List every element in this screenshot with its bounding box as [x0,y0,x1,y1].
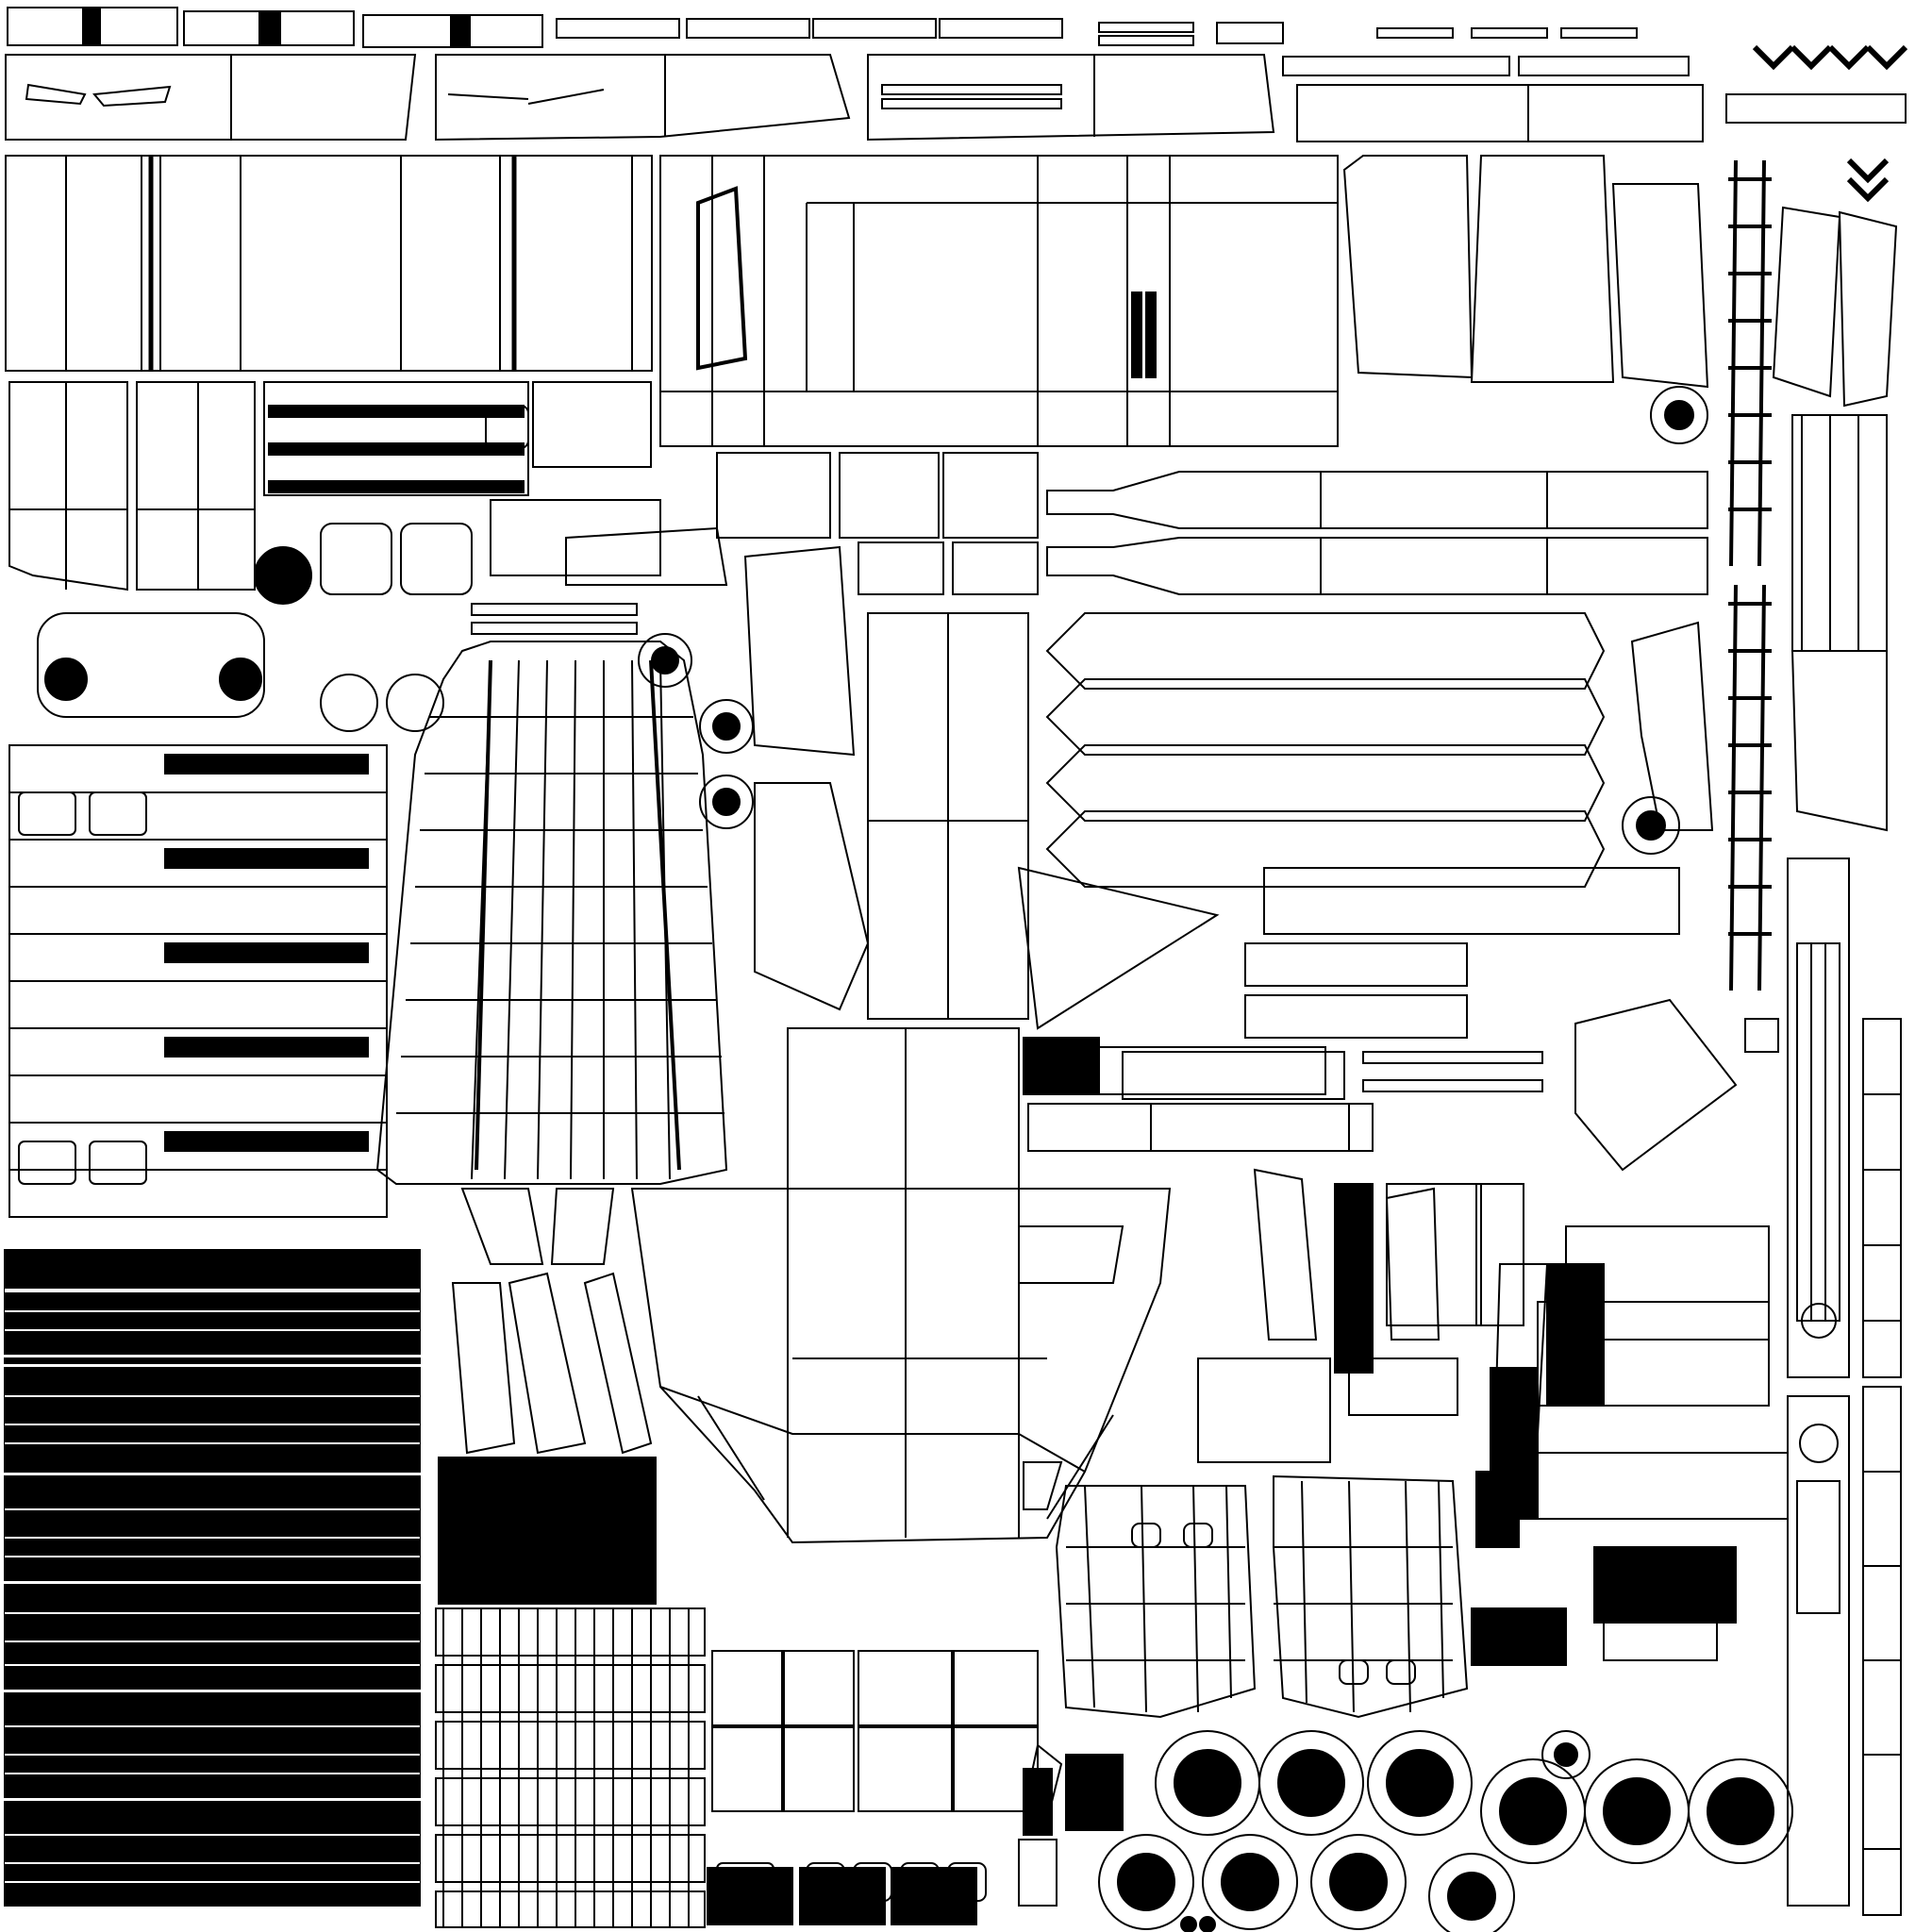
mid-stripe-panels [435,1607,1039,1928]
small-part-islands [8,452,1789,1666]
fender-panels [565,526,1220,1030]
wheel-discs [638,386,1793,1932]
tread-strips [4,1249,421,1907]
right-tall-panels [1744,858,1902,1916]
right-trapezoid-panels [1342,155,1898,832]
large-center-panel [659,155,1339,447]
bottom-boxes [716,1754,1124,1907]
front-body-panel [630,1027,1172,1544]
top-wedge-panels [5,54,1907,142]
large-left-panel [5,155,653,372]
long-bar-panels [1045,471,1708,1152]
door-panels [8,381,652,591]
ladder-strips [1728,159,1772,991]
seat-panels [1055,1474,1469,1719]
tread-top-bars [4,1249,421,1289]
mid-dark-columns [438,1037,1100,1925]
grid-shell [375,641,728,1185]
diagonal-parts [451,998,1738,1823]
top-strip-panels [7,7,1908,203]
